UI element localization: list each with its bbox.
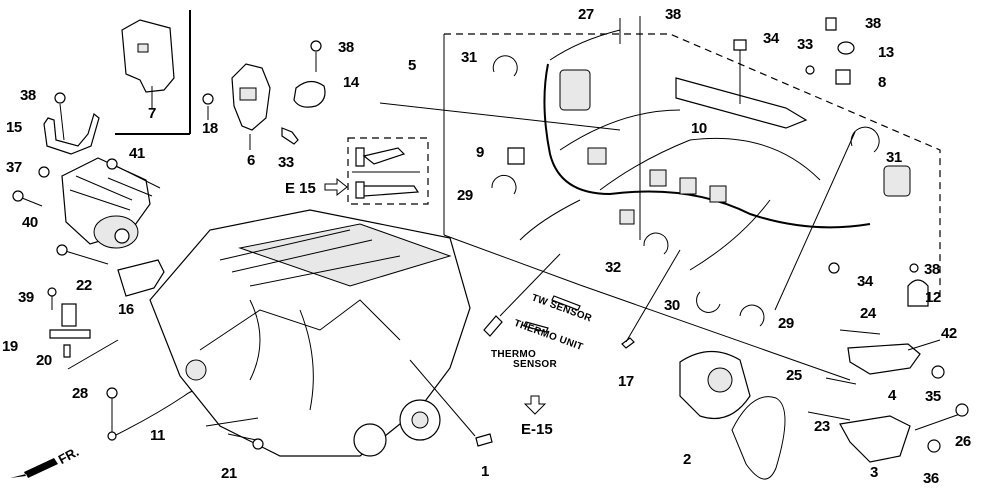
front-arrow-icon xyxy=(10,458,58,478)
callout-bolt-39[interactable]: 39 xyxy=(18,289,34,306)
callout-clamp-29-upper[interactable]: 29 xyxy=(457,187,473,204)
harness-boundary xyxy=(379,33,941,381)
callout-nut-35[interactable]: 35 xyxy=(925,388,941,405)
callout-clamp-32[interactable]: 32 xyxy=(605,259,621,276)
callout-clamp-30[interactable]: 30 xyxy=(664,297,680,314)
callout-connector-holder[interactable]: 9 xyxy=(476,144,484,161)
down-arrow-icon xyxy=(523,395,547,415)
callout-bracket-15[interactable]: 15 xyxy=(6,119,22,136)
callout-bolt-42[interactable]: 42 xyxy=(941,325,957,342)
callout-o-ring[interactable]: 20 xyxy=(36,352,52,369)
callout-clamp-12[interactable]: 12 xyxy=(925,289,941,306)
starter-bracket-drawing xyxy=(56,244,165,297)
callout-alternator-belt[interactable]: 2 xyxy=(683,451,691,468)
callout-bolt-33-right[interactable]: 33 xyxy=(797,36,813,53)
alternator-brackets-drawing xyxy=(807,329,969,463)
engine-block-drawing xyxy=(149,209,493,457)
callout-alternator-bracket[interactable]: 3 xyxy=(870,464,878,481)
alternator-drawing xyxy=(679,350,786,480)
bracket-7-frame xyxy=(115,10,191,135)
bracket-7-drawing xyxy=(121,19,175,108)
callout-clamp-14[interactable]: 14 xyxy=(343,74,359,91)
callout-harness-bracket-b[interactable]: 7 xyxy=(148,105,156,122)
starter-motor-drawing xyxy=(12,157,161,249)
callout-bolt-26[interactable]: 26 xyxy=(955,433,971,450)
callout-bolt-25[interactable]: 25 xyxy=(786,367,802,384)
callout-bolt-21[interactable]: 21 xyxy=(221,465,237,482)
callout-bolt-38-mid[interactable]: 38 xyxy=(338,39,354,56)
callout-nut-36[interactable]: 36 xyxy=(923,470,939,487)
callout-bolt-38-right-lower[interactable]: 38 xyxy=(924,261,940,278)
sensors-drawing xyxy=(483,249,681,349)
callout-bolt-38-top[interactable]: 38 xyxy=(665,6,681,23)
callout-clamp-13[interactable]: 13 xyxy=(878,44,894,61)
clamps-drawing xyxy=(491,17,929,327)
callout-bolt-24[interactable]: 24 xyxy=(860,305,876,322)
reference-e15-left[interactable]: E 15 xyxy=(285,180,316,197)
callout-clamp-31-right[interactable]: 31 xyxy=(886,149,902,166)
callout-bolt-40[interactable]: 40 xyxy=(22,214,38,231)
callout-sensor-assembly[interactable]: 19 xyxy=(2,338,18,355)
callout-bolt-38-left[interactable]: 38 xyxy=(20,87,36,104)
callout-bolt-33-left[interactable]: 33 xyxy=(278,154,294,171)
thermo-sensor-label-line2: SENSOR xyxy=(513,359,558,370)
callout-engine-assembly-plate[interactable]: 1 xyxy=(481,463,489,480)
ground-cable-drawing xyxy=(106,387,205,441)
callout-bolt-41[interactable]: 41 xyxy=(129,145,145,162)
callout-clamp-29-lower[interactable]: 29 xyxy=(778,315,794,332)
callout-bolt-23[interactable]: 23 xyxy=(814,418,830,435)
callout-ground-cable[interactable]: 11 xyxy=(150,427,165,444)
inset-detail-box xyxy=(324,137,429,205)
callout-alternator-adjuster-bracket[interactable]: 4 xyxy=(888,387,896,404)
sensor-19-drawing xyxy=(47,287,119,370)
callout-harness-bracket-a[interactable]: 6 xyxy=(247,152,255,169)
callout-engine-wire-harness[interactable]: 5 xyxy=(408,57,416,74)
bracket-6-drawing xyxy=(202,40,326,150)
bracket-15-drawing xyxy=(43,92,100,155)
wire-harness-drawing xyxy=(519,16,911,271)
reference-e15-bottom[interactable]: E-15 xyxy=(521,421,553,438)
callout-harness-cover[interactable]: 10 xyxy=(691,120,707,137)
callout-bolt-27[interactable]: 27 xyxy=(578,6,594,23)
callout-clamp-31-left[interactable]: 31 xyxy=(461,49,477,66)
callout-thermo-sensor[interactable]: 17 xyxy=(618,373,634,390)
callout-nut-34-upper[interactable]: 34 xyxy=(763,30,779,47)
callout-bolt-38-right-top[interactable]: 38 xyxy=(865,15,881,32)
callout-grommet[interactable]: 18 xyxy=(202,120,218,137)
callout-bolt-28[interactable]: 28 xyxy=(72,385,88,402)
callout-starter-bracket[interactable]: 16 xyxy=(118,301,134,318)
callout-bolt-22[interactable]: 22 xyxy=(76,277,92,294)
callout-nut-37[interactable]: 37 xyxy=(6,159,22,176)
callout-stay[interactable]: 8 xyxy=(878,74,886,91)
callout-nut-34-lower[interactable]: 34 xyxy=(857,273,873,290)
thermo-sensor-label-line1: THERMO xyxy=(491,349,537,360)
